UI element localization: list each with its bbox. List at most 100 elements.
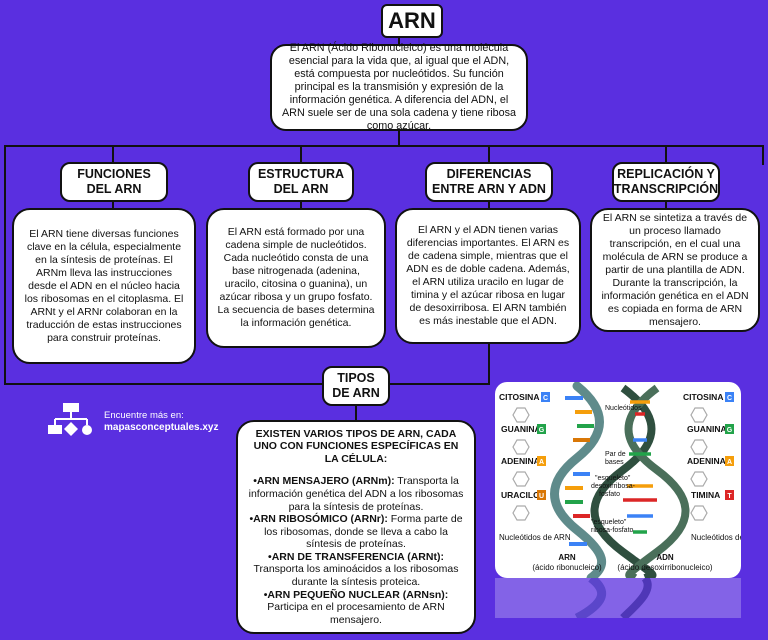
type-desc: Forma parte de los ribosomas, donde se l… [264,513,463,551]
base-chip [541,392,550,402]
base-label: TIMINA [691,490,720,500]
text-replicacion: El ARN se sintetiza a través de un proce… [590,208,760,332]
arn-label: ARN [558,553,576,562]
connector [488,200,490,210]
type-desc: Transporta los aminoácidos a los ribosom… [253,563,459,589]
page-title: ARN [381,4,443,38]
heading-tipos-text: TIPOS DE ARN [332,371,380,400]
base-label: CITOSINA [683,392,723,402]
site-line1: Encuentre más en: [104,410,184,421]
connector [665,145,667,163]
label-esqueleto-adn: fosfato [599,491,620,498]
base-label: GUANINA [501,424,541,434]
label-esqueleto-adn: desoxirribosa- [591,483,636,490]
dna-base-pairs [623,400,657,534]
connector [4,383,324,385]
label-pares: bases [605,459,624,466]
dna-backbone-1 [590,384,657,578]
heading-estructura-text: ESTRUCTURA DEL ARN [257,167,345,196]
base-label: ADENINA [687,456,726,466]
text-replicacion-content: El ARN se sintetiza a través de un proce… [601,211,749,328]
heading-diferencias: DIFERENCIAS ENTRE ARN Y ADN [425,162,553,202]
base-letter: U [539,493,544,500]
heading-diferencias-text: DIFERENCIAS ENTRE ARN Y ADN [432,167,546,196]
base-letter: G [539,427,545,434]
base-letter: G [727,427,733,434]
type-name: •ARN RIBOSÓMICO (ARNr): [249,513,388,526]
intro-box: El ARN (Ácido Ribonucleico) es una moléc… [270,42,528,132]
connector [300,145,302,163]
label-esqueleto-arn: ribosa-fosfato [591,527,634,534]
label-pares: Par de [605,451,626,458]
connector [398,36,400,46]
connector [112,145,114,163]
text-estructura: El ARN está formado por una cadena simpl… [206,208,386,348]
helix-figure: CITOSINA GUANINA ADENINA URACILO C G A U… [499,382,741,578]
base-chip [725,490,734,500]
base-letter: A [539,459,544,466]
type-name: •ARN PEQUEÑO NUCLEAR (ARNsn): [263,588,449,601]
base-chip [725,424,734,434]
heading-replicacion: REPLICACIÓN Y TRANSCRIPCIÓN [612,162,720,202]
connector [762,145,764,165]
connector [488,145,490,163]
base-letter: C [543,395,548,402]
base-label: ADENINA [501,456,540,466]
connector [300,200,302,210]
dna-backbone-2 [624,384,690,578]
connector [488,342,490,384]
type-item: •ARN PEQUEÑO NUCLEAR (ARNsn): Participa … [248,589,464,627]
connector [4,145,6,385]
base-letter: C [727,395,732,402]
text-funciones: El ARN tiene diversas funciones clave en… [12,208,196,364]
heading-replicacion-text: REPLICACIÓN Y TRANSCRIPCIÓN [613,167,719,196]
connector [112,200,114,210]
base-chip [537,490,546,500]
rna-backbone [550,382,607,578]
connector [665,200,667,210]
type-desc: Transporta la información genética del A… [248,475,464,513]
rna-dna-illustration: CITOSINA GUANINA ADENINA URACILO C G A U… [495,382,741,578]
base-letter: T [727,493,732,500]
illustration-reflection [495,578,741,618]
page-title-text: ARN [388,8,436,33]
label-esqueleto-arn: "esqueleto" [591,519,627,526]
base-chip [537,424,546,434]
connector [398,130,400,146]
type-item: •ARN MENSAJERO (ARNm): Transporta la inf… [248,475,464,513]
intro-text: El ARN (Ácido Ribonucleico) es una moléc… [281,42,517,132]
base-letter: A [727,459,732,466]
connector [355,404,357,420]
label-nucleotidos: Nucleótidos [605,405,642,412]
rna-bases [565,396,594,546]
type-name: •ARN MENSAJERO (ARNm): [253,475,395,488]
text-diferencias-content: El ARN y el ADN tienen varias diferencia… [406,224,570,327]
arn-sublabel: (ácido ribonucleico) [532,563,602,572]
adn-sublabel: (ácido desoxirribonucleico) [617,563,712,572]
type-item: •ARN DE TRANSFERENCIA (ARNt): Transporta… [248,551,464,589]
heading-estructura: ESTRUCTURA DEL ARN [248,162,354,202]
base-chip [537,456,546,466]
connector [4,145,764,147]
text-funciones-content: El ARN tiene diversas funciones clave en… [24,227,184,344]
reflection-shape [495,578,741,618]
base-label: CITOSINA [499,392,539,402]
types-box: EXISTEN VARIOS TIPOS DE ARN, CADA UNO CO… [236,420,476,634]
base-label: GUANINA [687,424,727,434]
base-chip [725,456,734,466]
heading-funciones: FUNCIONES DEL ARN [60,162,168,202]
text-estructura-content: El ARN está formado por una cadena simpl… [217,226,375,329]
right-caption: Nucleótidos de ADN [691,533,741,542]
base-chip [725,392,734,402]
molecule-sketches [512,407,708,521]
base-label: URACILO [501,490,540,500]
type-name: •ARN DE TRANSFERENCIA (ARNt): [268,550,444,563]
site-credit: Encuentre más en: mapasconceptuales.xyz [104,410,219,434]
left-caption: Nucleótidos de ARN [499,533,571,542]
heading-tipos: TIPOS DE ARN [322,366,390,406]
text-diferencias: El ARN y el ADN tienen varias diferencia… [395,208,581,344]
adn-label: ADN [656,553,674,562]
site-url[interactable]: mapasconceptuales.xyz [104,422,219,433]
heading-funciones-text: FUNCIONES DEL ARN [77,167,151,196]
label-esqueleto-adn: "esqueleto" [595,475,631,482]
